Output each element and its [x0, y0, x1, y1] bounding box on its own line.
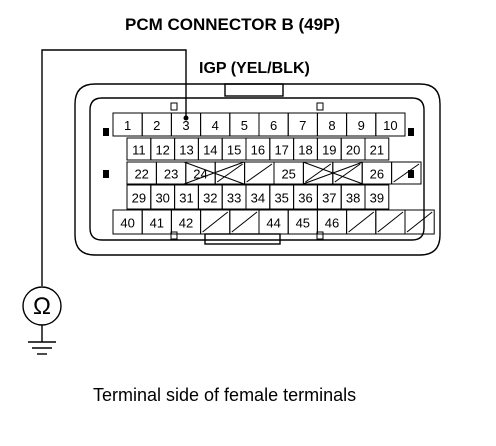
connector-housing-outer: [74, 83, 441, 256]
terminal-label: 1: [124, 118, 131, 133]
terminal-label: 19: [322, 143, 336, 158]
terminal-label: 41: [150, 216, 164, 231]
terminal-label: 45: [296, 216, 310, 231]
ohm-symbol: Ω: [33, 293, 51, 320]
terminal-label: 4: [212, 118, 219, 133]
terminal-label: 42: [179, 216, 193, 231]
lock-mark-right-top: [408, 128, 414, 136]
empty-position-cross: [183, 161, 245, 185]
blank-cell-hatch: [406, 211, 433, 233]
terminal-label: 10: [383, 118, 397, 133]
terminal-label: 30: [155, 191, 169, 206]
blank-cell-hatch: [246, 163, 273, 183]
terminal-label: 9: [358, 118, 365, 133]
blank-cell-hatch: [334, 163, 361, 183]
blank-cell: [404, 209, 435, 235]
terminal-label: 44: [266, 216, 280, 231]
guide-post: [170, 102, 178, 111]
terminal-label: 16: [251, 143, 265, 158]
terminal-cell: [375, 112, 406, 137]
terminal-cell: [364, 137, 390, 161]
terminal-label: 13: [179, 143, 193, 158]
terminal-label: 38: [346, 191, 360, 206]
terminal-label: 39: [370, 191, 384, 206]
terminal-label: 25: [281, 167, 295, 182]
terminal-label: 20: [346, 143, 360, 158]
terminal-label: 40: [120, 216, 134, 231]
lock-mark-left-mid: [103, 170, 109, 178]
blank-cell: [391, 161, 422, 185]
terminal-label: 23: [164, 167, 178, 182]
ohmmeter-icon: Ω: [22, 286, 62, 326]
terminal-label: 37: [322, 191, 336, 206]
lock-mark-left-top: [103, 128, 109, 136]
connector-housing-inner: [89, 97, 425, 241]
ground-icon: [28, 325, 56, 355]
terminal-label: 32: [203, 191, 217, 206]
blank-cell-hatch: [216, 163, 243, 183]
caption: Terminal side of female terminals: [93, 385, 356, 405]
key-tab: [204, 233, 281, 245]
probe-wire: [41, 49, 187, 286]
terminal-label: 15: [227, 143, 241, 158]
guide-post: [170, 231, 178, 240]
terminal-label: 26: [370, 167, 384, 182]
terminal-label: 35: [274, 191, 288, 206]
lock-mark-right-mid: [408, 170, 414, 178]
signal-label: IGP (YEL/BLK): [199, 60, 310, 77]
blank-cell-hatch: [393, 163, 420, 183]
guide-post: [316, 231, 324, 240]
blank-cell-hatch: [202, 211, 229, 233]
terminal-label: 5: [241, 118, 248, 133]
terminal-label: 18: [298, 143, 312, 158]
terminal-label: 14: [203, 143, 217, 158]
terminal-label: 7: [299, 118, 306, 133]
probe-tip: [183, 115, 189, 121]
terminal-label: 24: [193, 167, 207, 182]
terminal-label: 2: [153, 118, 160, 133]
terminal-label: 3: [182, 118, 189, 133]
terminal-label: 22: [134, 167, 148, 182]
terminal-label: 21: [370, 143, 384, 158]
terminal-label: 34: [251, 191, 265, 206]
terminal-label: 12: [155, 143, 169, 158]
terminal-label: 36: [298, 191, 312, 206]
terminal-label: 6: [270, 118, 277, 133]
terminal-label: 33: [227, 191, 241, 206]
terminal-label: 29: [132, 191, 146, 206]
terminal-label: 46: [325, 216, 339, 231]
blank-cell-hatch: [305, 163, 332, 183]
terminal-label: 8: [328, 118, 335, 133]
diagram-title: PCM CONNECTOR B (49P): [125, 15, 340, 34]
terminal-cell: [364, 184, 390, 210]
latch-tab: [224, 83, 284, 97]
terminal-label: 11: [132, 143, 146, 158]
blank-cell-hatch: [348, 211, 375, 233]
guide-post: [316, 102, 324, 111]
terminal-label: 17: [274, 143, 288, 158]
terminal-label: 31: [179, 191, 193, 206]
blank-cell-hatch: [377, 211, 404, 233]
empty-position-cross: [302, 161, 364, 185]
blank-cell-hatch: [231, 211, 258, 233]
